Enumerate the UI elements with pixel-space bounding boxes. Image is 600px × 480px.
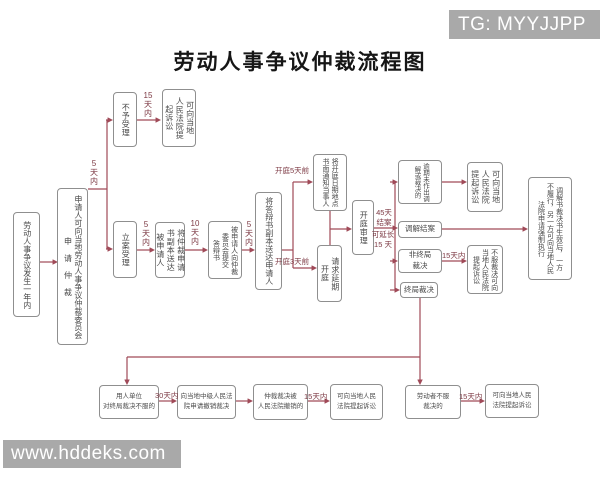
node-start-label: 劳动人事争议发生一年内 <box>22 220 32 309</box>
node-serve-application: 将仲裁申请 书副本送达 被申请人 <box>155 222 186 278</box>
label-revoked-sue-days: 15天内 <box>304 392 328 401</box>
node-overdue-sue-label: 可向当地 人民法院 提起诉讼 <box>470 170 501 204</box>
node-award-revoked-label: 仲裁裁决被 人民法院撤销的 <box>257 392 304 410</box>
node-worker-sue-label: 可向当地人民 法院提起诉讼 <box>492 391 532 409</box>
node-not-accepted-sue: 可向当地 人民法院提 起诉讼 <box>162 89 196 147</box>
node-submit-defense-label: 被申请人向仲裁 委员会提交 答辩书 <box>212 225 238 275</box>
node-apply: 申请人可向当地劳动人事争议仲裁委员会 申 请 仲 裁 <box>57 188 88 345</box>
watermark-bottom-left: www.hddeks.com <box>3 440 181 468</box>
label-non-final-days: 15天内 <box>442 251 466 260</box>
node-final-award: 终局裁决 <box>400 282 438 298</box>
node-revoked-sue-label: 可向当地人民 法院提起诉讼 <box>337 392 376 410</box>
node-apply-label: 申请人可向当地劳动人事争议仲裁委员会 申 请 仲 裁 <box>63 194 83 339</box>
node-hearing: 开庭审理 <box>352 200 374 255</box>
node-enforcement: 调解书裁决书生效后，一方 不履行，另一方可向当地人民 法院申请强制执行 <box>528 177 572 280</box>
node-overdue-sue: 可向当地 人民法院 提起诉讼 <box>467 162 503 212</box>
node-overdue: 逾期未作出调 解或裁决的 <box>398 160 442 204</box>
node-employer-dissent: 用人单位 对终局裁决不服的 <box>99 385 159 419</box>
node-award-revoked: 仲裁裁决被 人民法院撤销的 <box>253 384 308 420</box>
page-title: 劳动人事争议仲裁流程图 <box>173 51 427 74</box>
node-serve-defense: 将答辩书副本送达申请人 <box>255 192 282 290</box>
node-non-final-award: 非终局 裁决 <box>398 249 442 273</box>
node-hearing-label: 开庭审理 <box>359 210 369 245</box>
node-serve-defense-label: 将答辩书副本送达申请人 <box>264 197 274 285</box>
node-non-final-sue-label: 不服裁决可向 当地人民法院 提起诉讼 <box>472 248 498 291</box>
label-apply-days: 5 天 内 <box>90 159 98 187</box>
node-accepted: 立案受理 <box>113 221 137 278</box>
node-non-final-sue: 不服裁决可向 当地人民法院 提起诉讼 <box>467 245 503 294</box>
node-not-accepted-label: 不予受理 <box>121 102 131 137</box>
label-before-hearing-3: 开庭3天前 <box>275 257 310 266</box>
node-postpone-hearing-label: 请求延期 开庭 <box>320 256 340 291</box>
node-worker-sue: 可向当地人民 法院提起诉讼 <box>485 384 539 418</box>
node-revoked-sue: 可向当地人民 法院提起诉讼 <box>330 384 383 420</box>
watermark-top-right: TG: MYYJJPP <box>449 10 600 39</box>
node-not-accepted: 不予受理 <box>113 92 137 147</box>
node-serve-application-label: 将仲裁申请 书副本送达 被申请人 <box>155 228 186 272</box>
node-apply-revoke-label: 向当地中级人民法 院申请撤销裁决 <box>180 392 233 410</box>
label-defense-days: 10 天 内 <box>190 219 200 247</box>
node-enforcement-label: 调解书裁决书生效后，一方 不履行，另一方可向当地人民 法院申请强制执行 <box>537 183 563 274</box>
node-final-award-label: 终局裁决 <box>404 284 434 294</box>
label-revoke-days: 30天内 <box>155 391 179 400</box>
node-not-accepted-sue-label: 可向当地 人民法院提 起诉讼 <box>164 96 195 140</box>
node-start: 劳动人事争议发生一年内 <box>13 212 40 317</box>
label-close-45-days: 45天 结案 <box>376 208 392 227</box>
label-extend-15-days: 可延长 15 天 <box>371 230 395 249</box>
node-worker-dissent-label: 劳动者不服 裁决的 <box>416 392 450 410</box>
label-worker-sue-days: 15天内 <box>459 392 483 401</box>
node-employer-dissent-label: 用人单位 对终局裁决不服的 <box>103 392 155 410</box>
node-mediation-closed-label: 调解结案 <box>405 224 435 234</box>
node-notify-hearing-label: 将开庭日期地点 书面通知当事人 <box>322 158 339 207</box>
node-non-final-award-label: 非终局 裁决 <box>408 250 432 270</box>
label-reject-days: 15 天 内 <box>143 91 153 119</box>
node-mediation-closed: 调解结案 <box>398 221 442 238</box>
node-submit-defense: 被申请人向仲裁 委员会提交 答辩书 <box>208 221 242 279</box>
node-worker-dissent: 劳动者不服 裁决的 <box>405 385 461 419</box>
node-notify-hearing: 将开庭日期地点 书面通知当事人 <box>313 154 347 211</box>
node-apply-revoke: 向当地中级人民法 院申请撤销裁决 <box>177 385 236 419</box>
label-before-hearing-5: 开庭5天前 <box>275 166 310 175</box>
node-postpone-hearing: 请求延期 开庭 <box>317 245 342 302</box>
label-serve-defense-days: 5 天 内 <box>245 220 253 248</box>
node-overdue-label: 逾期未作出调 解或裁决的 <box>413 162 429 202</box>
node-accepted-label: 立案受理 <box>121 232 131 267</box>
label-accept-days: 5 天 内 <box>142 220 150 248</box>
